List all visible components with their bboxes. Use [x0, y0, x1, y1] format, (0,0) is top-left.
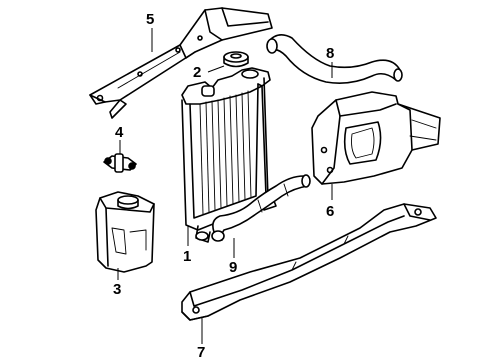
callout-6: 6: [326, 203, 334, 220]
coolant-reservoir: [95, 191, 155, 273]
callout-7: 7: [197, 344, 205, 360]
callout-4: 4: [115, 124, 124, 141]
callout-2: 2: [193, 64, 201, 81]
callout-3: 3: [113, 281, 121, 298]
callout-1: 1: [183, 248, 191, 265]
callout-9: 9: [229, 259, 237, 276]
lower-radiator-hose: [211, 174, 311, 242]
hose-fitting: [103, 153, 137, 173]
upper-support-bracket: [89, 7, 273, 119]
upper-radiator-hose: [266, 34, 403, 84]
callout-5: 5: [146, 11, 154, 28]
callout-numbers: 5 2 8 4 6 1 9 3 7: [113, 11, 334, 360]
callout-8: 8: [326, 45, 334, 62]
leader-2: [207, 65, 225, 73]
fan-shroud: [311, 91, 441, 185]
leader-lines: [117, 28, 333, 344]
lower-support-bracket: [181, 203, 437, 321]
radiator-cap: [223, 51, 249, 68]
